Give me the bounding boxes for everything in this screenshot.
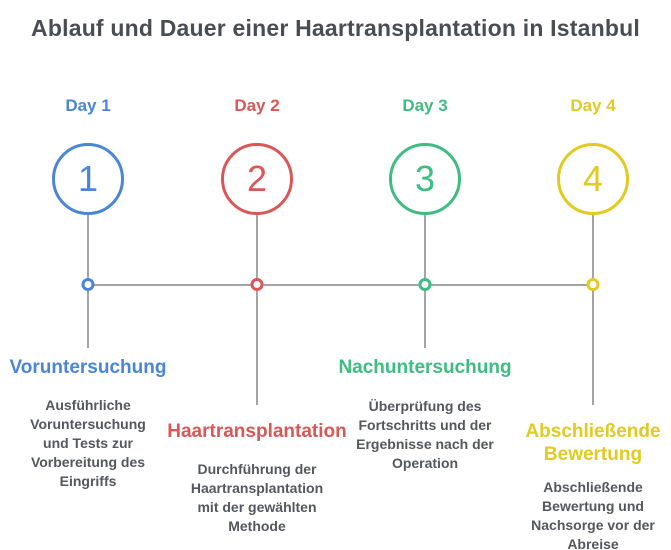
timeline-horizontal-line xyxy=(88,284,594,286)
step-number-circle: 1 xyxy=(52,143,124,215)
timeline-step-4: Day 4 4 Abschließende Bewertung Abschlie… xyxy=(503,0,671,550)
timeline-step-3: Day 3 3 Nachuntersuchung Überprüfung des… xyxy=(335,0,515,550)
day-label: Day 3 xyxy=(402,96,448,115)
step-title: Haartransplantation xyxy=(167,421,347,442)
timeline-node xyxy=(250,278,264,291)
step-title: Nachuntersuchung xyxy=(338,357,512,378)
step-title: Abschließende Bewertung xyxy=(525,421,661,465)
step-description: Abschließende Bewertung und Nachsorge vo… xyxy=(531,479,655,550)
timeline-step-2: Day 2 2 Haartransplantation Durchführung… xyxy=(167,0,347,550)
day-label: Day 4 xyxy=(570,96,616,115)
step-description: Durchführung der Haartransplantation mit… xyxy=(190,461,324,534)
step-number-circle: 4 xyxy=(557,143,629,215)
timeline-node xyxy=(586,278,600,291)
step-description: Ausführliche Voruntersuchung und Tests z… xyxy=(30,397,146,489)
timeline-step-1: Day 1 1 Voruntersuchung Ausführliche Vor… xyxy=(0,0,178,550)
day-label: Day 2 xyxy=(234,96,280,115)
step-description: Überprüfung des Fortschritts und der Erg… xyxy=(356,398,494,471)
connector-line xyxy=(592,215,594,405)
page-title: Ablauf und Dauer einer Haartransplantati… xyxy=(31,15,640,41)
day-label: Day 1 xyxy=(65,96,111,115)
timeline-node xyxy=(81,278,95,291)
step-number-circle: 3 xyxy=(389,143,461,215)
connector-line xyxy=(256,215,258,405)
timeline-node xyxy=(418,278,432,291)
step-title: Voruntersuchung xyxy=(9,357,167,378)
step-number-circle: 2 xyxy=(221,143,293,215)
